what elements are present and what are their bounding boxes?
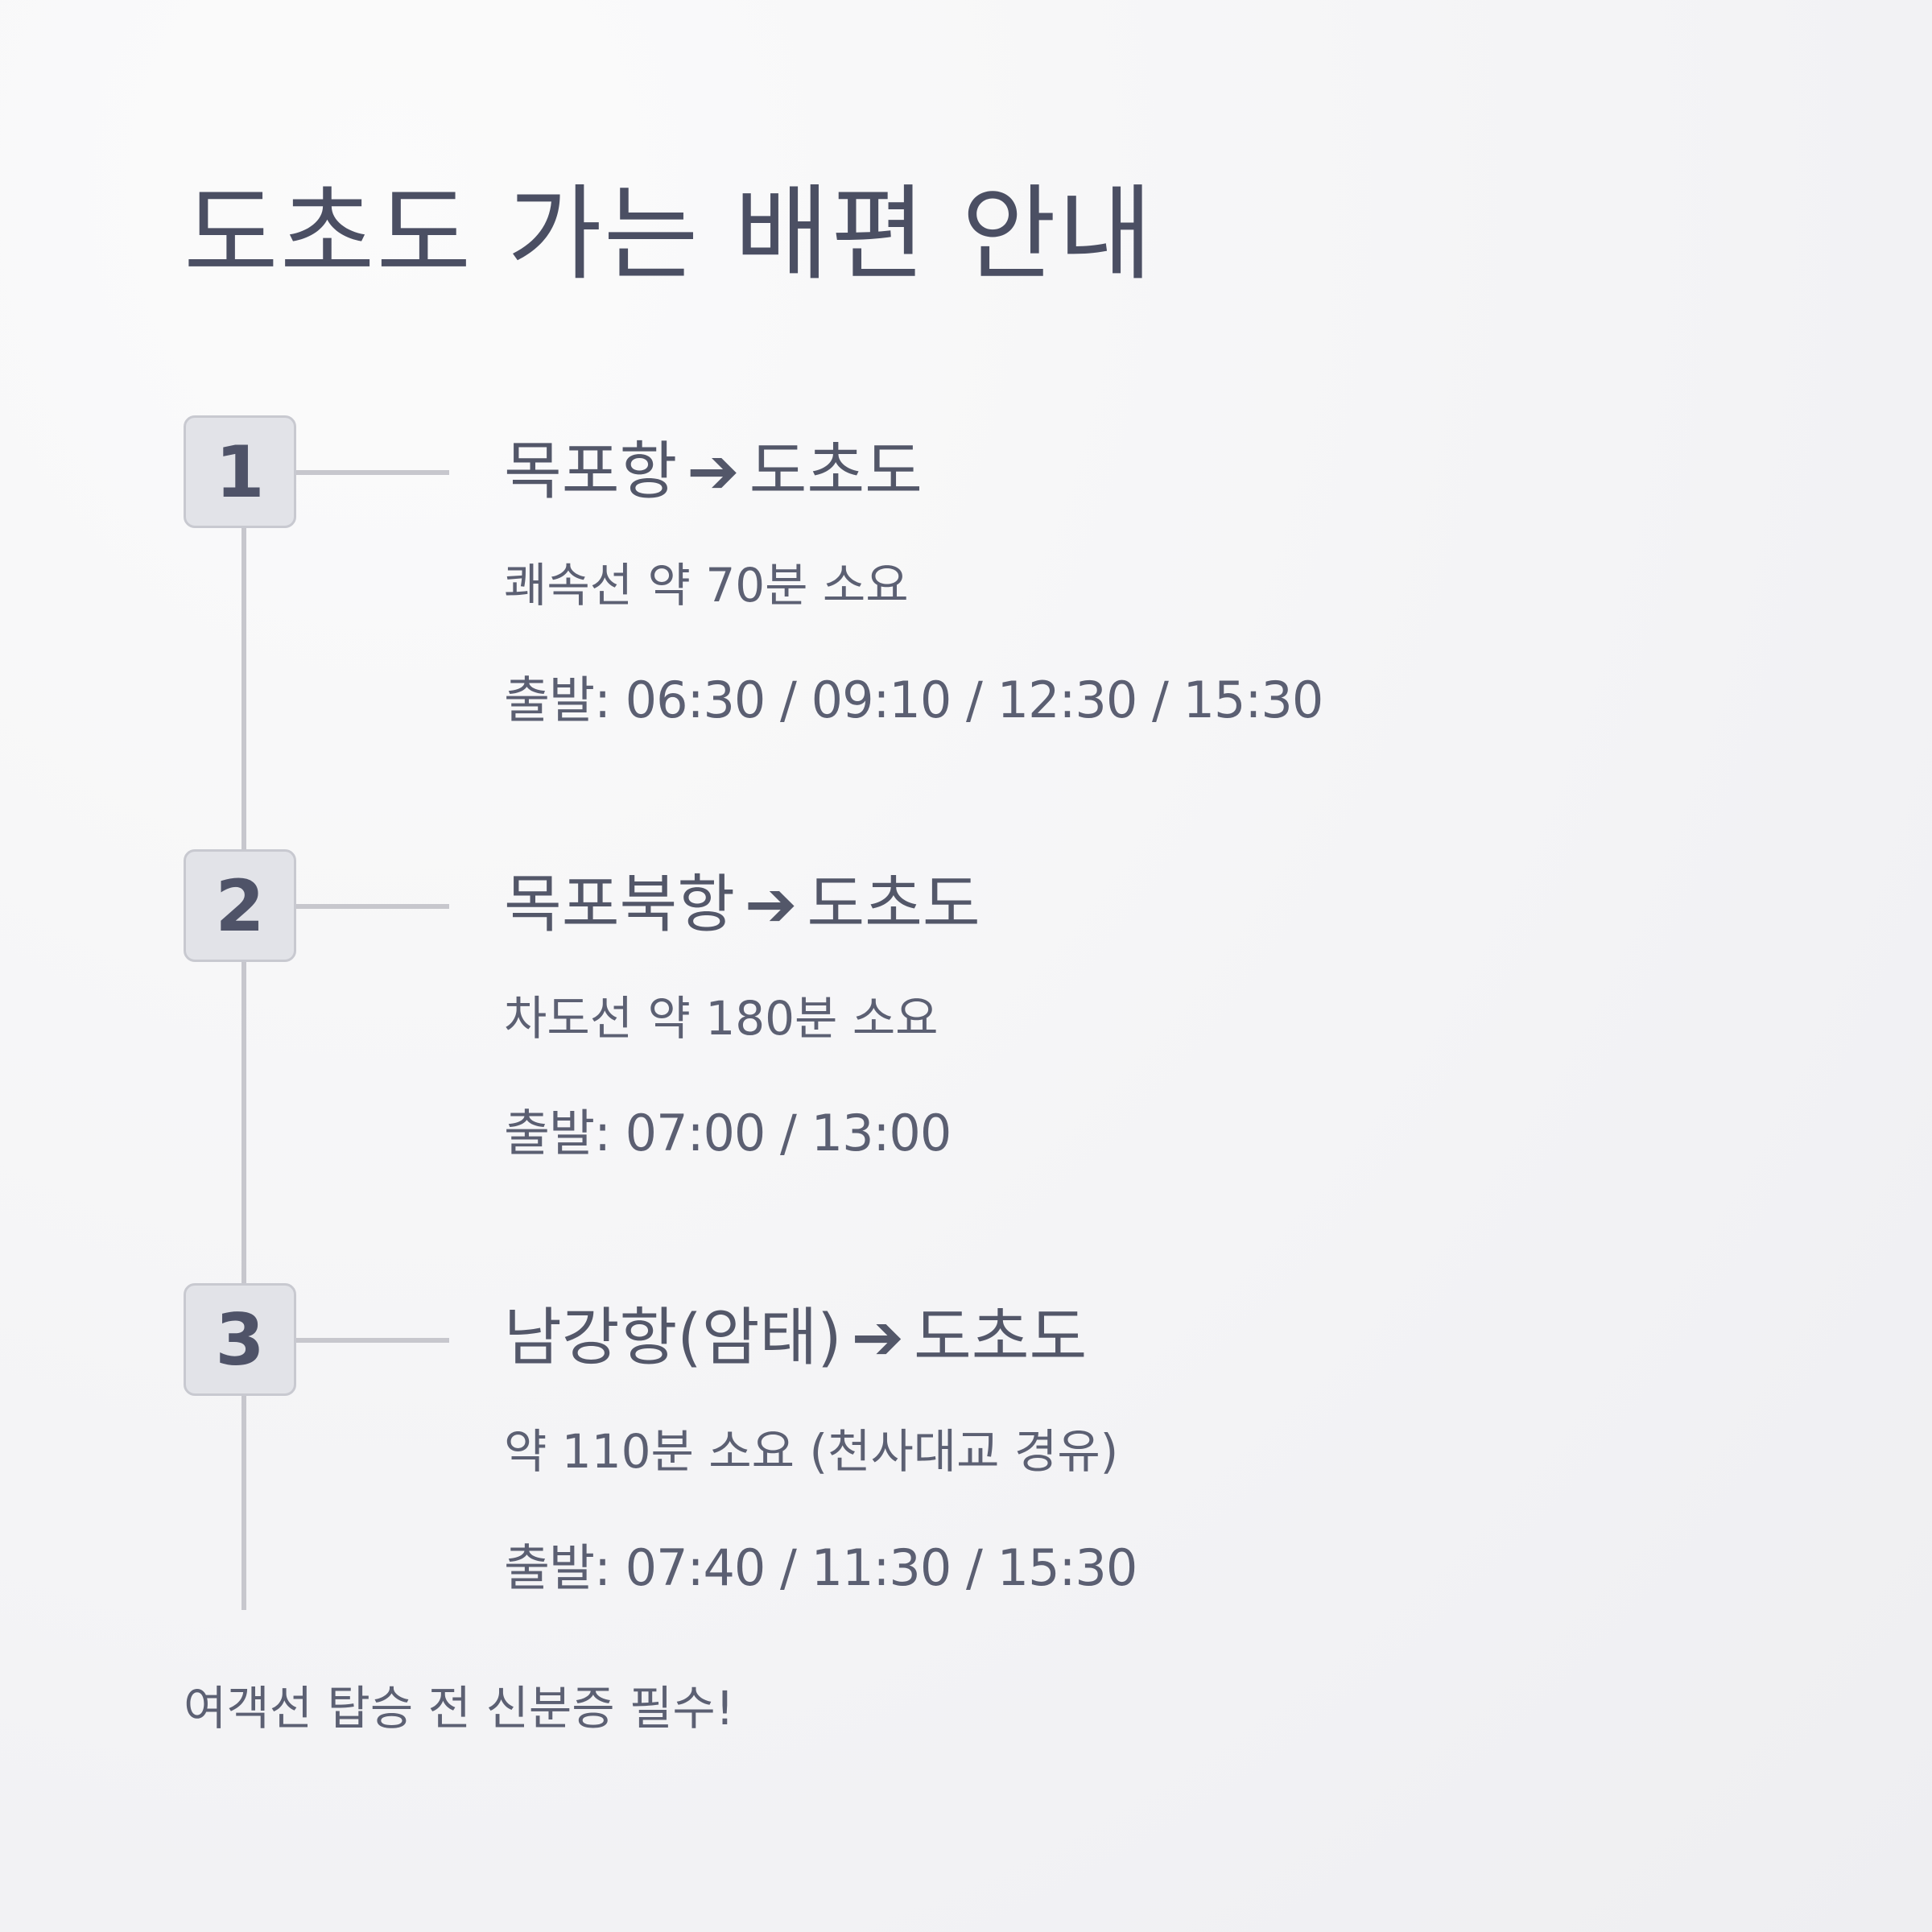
page-title: 도초도 가는 배편 안내 — [184, 175, 1154, 295]
route-duration-1: 쾌속선 약 70분 소요 — [504, 558, 909, 613]
departure-times-1: 출발: 06:30 / 09:10 / 12:30 / 15:30 — [504, 671, 1323, 729]
route-origin: 목포항 — [504, 436, 678, 508]
departure-times-3: 출발: 07:40 / 11:30 / 15:30 — [504, 1538, 1137, 1597]
connector-line-2 — [296, 904, 449, 909]
route-destination: 도초도 — [914, 1302, 1088, 1374]
route-destination: 도초도 — [749, 436, 923, 508]
route-duration-3: 약 110분 소요 (천사대교 경유) — [504, 1424, 1119, 1479]
route-duration-2: 차도선 약 180분 소요 — [504, 991, 939, 1046]
step-badge-1: 1 — [184, 415, 296, 528]
timeline-line — [242, 528, 246, 1610]
route-title-3: 남강항(암태)➔도초도 — [504, 1298, 1087, 1378]
route-origin: 남강항(암태) — [504, 1302, 842, 1374]
route-title-1: 목포항➔도초도 — [504, 431, 923, 512]
arrow-right-icon: ➔ — [687, 436, 740, 508]
route-destination: 도초도 — [807, 869, 980, 941]
arrow-right-icon: ➔ — [851, 1302, 905, 1374]
route-origin: 목포북항 — [504, 869, 736, 941]
connector-line-3 — [296, 1338, 449, 1343]
step-badge-3: 3 — [184, 1283, 296, 1396]
connector-line-1 — [296, 470, 449, 475]
arrow-right-icon: ➔ — [745, 869, 798, 941]
footer-note: 여객선 탑승 전 신분증 필수! — [184, 1681, 734, 1736]
route-title-2: 목포북항➔도초도 — [504, 865, 980, 945]
departure-times-2: 출발: 07:00 / 13:00 — [504, 1104, 952, 1162]
step-badge-2: 2 — [184, 849, 296, 962]
